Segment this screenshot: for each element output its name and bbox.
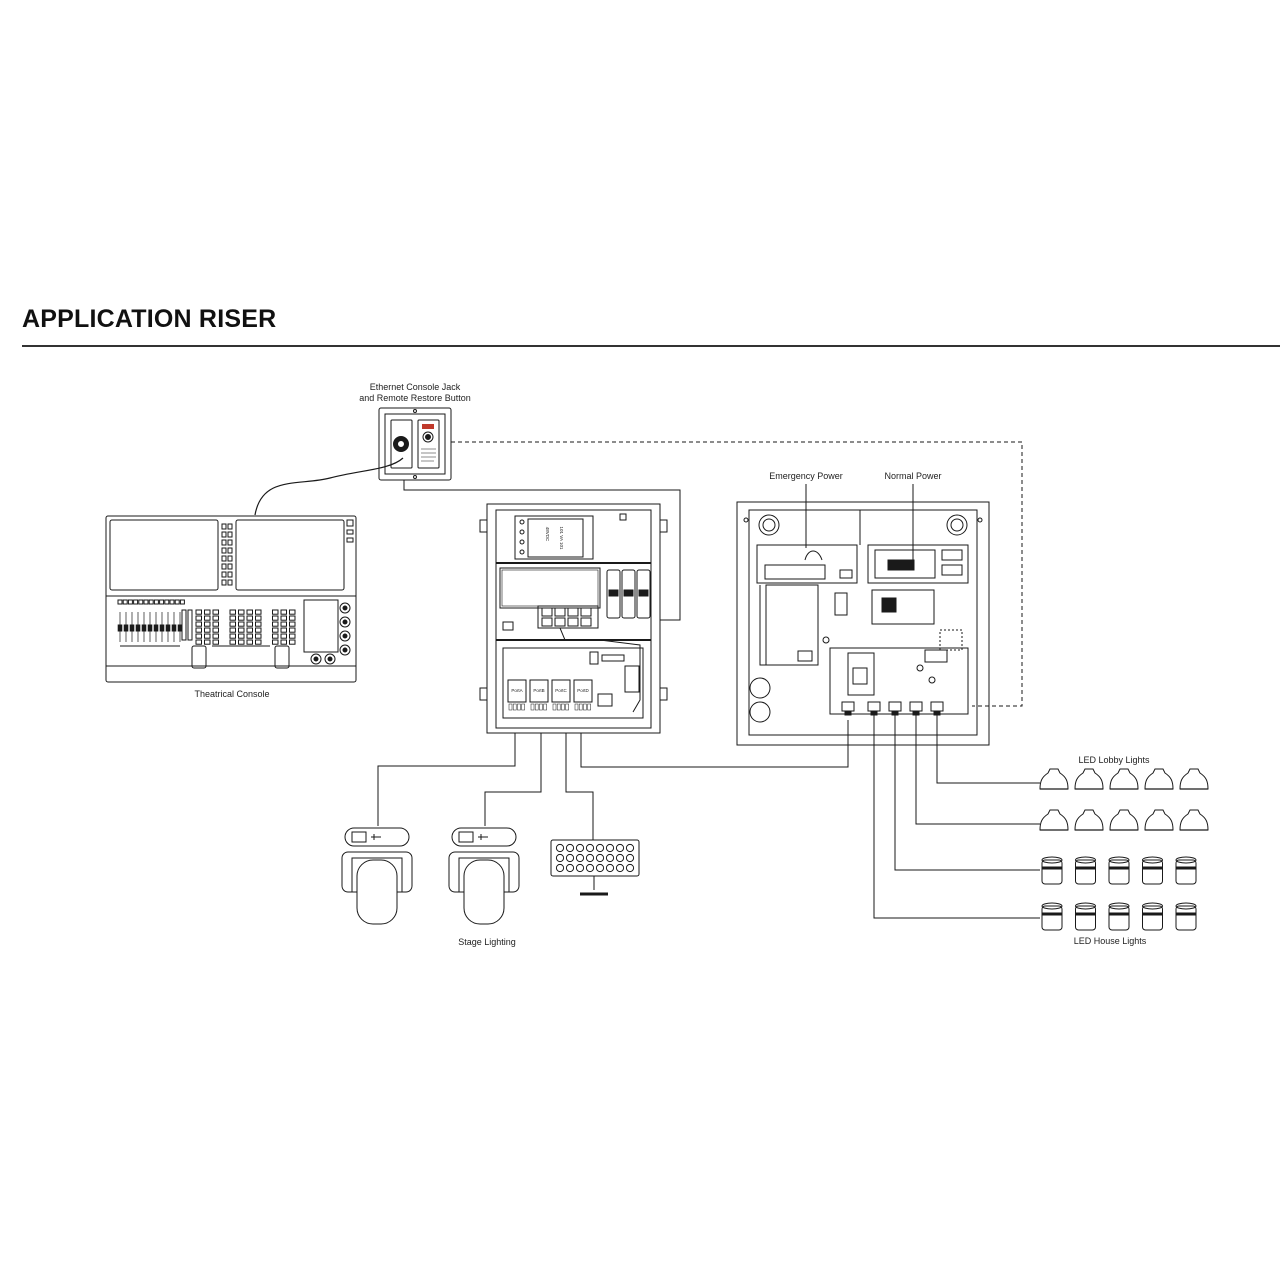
led-lobby-light <box>1144 768 1174 790</box>
led-lobby-light <box>1179 809 1209 831</box>
led-house-light <box>1142 902 1163 931</box>
svg-text:48VDC: 48VDC <box>545 527 550 542</box>
stage-lighting-label: Stage Lighting <box>458 937 516 947</box>
control-panel: 48VDC 101 VA 101 PortA PortB PortC PortD <box>479 503 668 734</box>
emergency-power-label: Emergency Power <box>769 471 843 481</box>
relay-output-terminal <box>909 701 923 716</box>
normal-power-label: Normal Power <box>884 471 941 481</box>
relay-output-terminal <box>888 701 902 716</box>
led-lobby-lights-row-2 <box>1039 809 1209 831</box>
led-house-light <box>1075 902 1096 931</box>
led-wash-panel-fixture <box>550 839 640 896</box>
led-lobby-light <box>1074 809 1104 831</box>
led-house-light <box>1108 856 1130 885</box>
switch-port <box>567 617 579 627</box>
switch-port <box>567 607 579 617</box>
dmx-port-portd: PortD <box>573 679 593 711</box>
led-house-light <box>1142 856 1163 885</box>
led-lobby-light <box>1109 768 1139 790</box>
dmx-port-portb: PortB <box>529 679 549 711</box>
led-lobby-light <box>1039 809 1069 831</box>
relay-output-terminal <box>867 701 881 716</box>
svg-text:PortD: PortD <box>577 688 589 693</box>
switch-port <box>580 617 592 627</box>
led-house-light <box>1041 902 1063 931</box>
switch-port <box>541 617 553 627</box>
led-lobby-light <box>1109 809 1139 831</box>
moving-head-fixture-1 <box>341 827 413 925</box>
led-lobby-lights-label: LED Lobby Lights <box>1078 755 1150 765</box>
led-lobby-light <box>1144 809 1174 831</box>
moving-head-fixture-2 <box>448 827 520 925</box>
relay-cabinet <box>736 501 990 746</box>
led-house-light <box>1108 902 1130 931</box>
led-lobby-light <box>1074 768 1104 790</box>
console-jack-label-line2: and Remote Restore Button <box>359 393 471 403</box>
switch-port <box>554 607 566 617</box>
theatrical-console-label: Theatrical Console <box>194 689 269 699</box>
remote-restore-button[interactable] <box>422 431 434 443</box>
led-lobby-lights-row-1 <box>1039 768 1209 790</box>
led-house-light <box>1175 902 1197 931</box>
power-supply-label: 48VDC 101 VA 101 <box>545 527 564 550</box>
led-house-lights-row-2 <box>1041 902 1197 931</box>
svg-text:PortA: PortA <box>511 688 522 693</box>
wiring <box>254 441 1040 919</box>
dmx-port-porta: PortA <box>507 679 527 711</box>
led-house-lights-row-1 <box>1041 856 1197 885</box>
switch-port <box>541 607 553 617</box>
page-title: APPLICATION RISER <box>22 305 277 333</box>
led-lobby-light <box>1179 768 1209 790</box>
switch-port <box>554 617 566 627</box>
ethernet-console-jack[interactable] <box>378 407 452 481</box>
dmx-port-portc: PortC <box>551 679 571 711</box>
svg-text:PortB: PortB <box>533 688 544 693</box>
switch-port <box>580 607 592 617</box>
relay-output-terminal <box>930 701 944 716</box>
relay-output-terminal <box>841 701 855 716</box>
led-house-light <box>1175 856 1197 885</box>
led-lobby-light <box>1039 768 1069 790</box>
svg-text:PortC: PortC <box>555 688 567 693</box>
led-house-light <box>1041 856 1063 885</box>
console-jack-label-line1: Ethernet Console Jack <box>370 382 461 392</box>
theatrical-console <box>105 515 357 683</box>
title-rule <box>22 345 1280 347</box>
svg-text:101 VA 101: 101 VA 101 <box>559 527 564 550</box>
led-house-lights-label: LED House Lights <box>1074 936 1147 946</box>
led-house-light <box>1075 856 1096 885</box>
